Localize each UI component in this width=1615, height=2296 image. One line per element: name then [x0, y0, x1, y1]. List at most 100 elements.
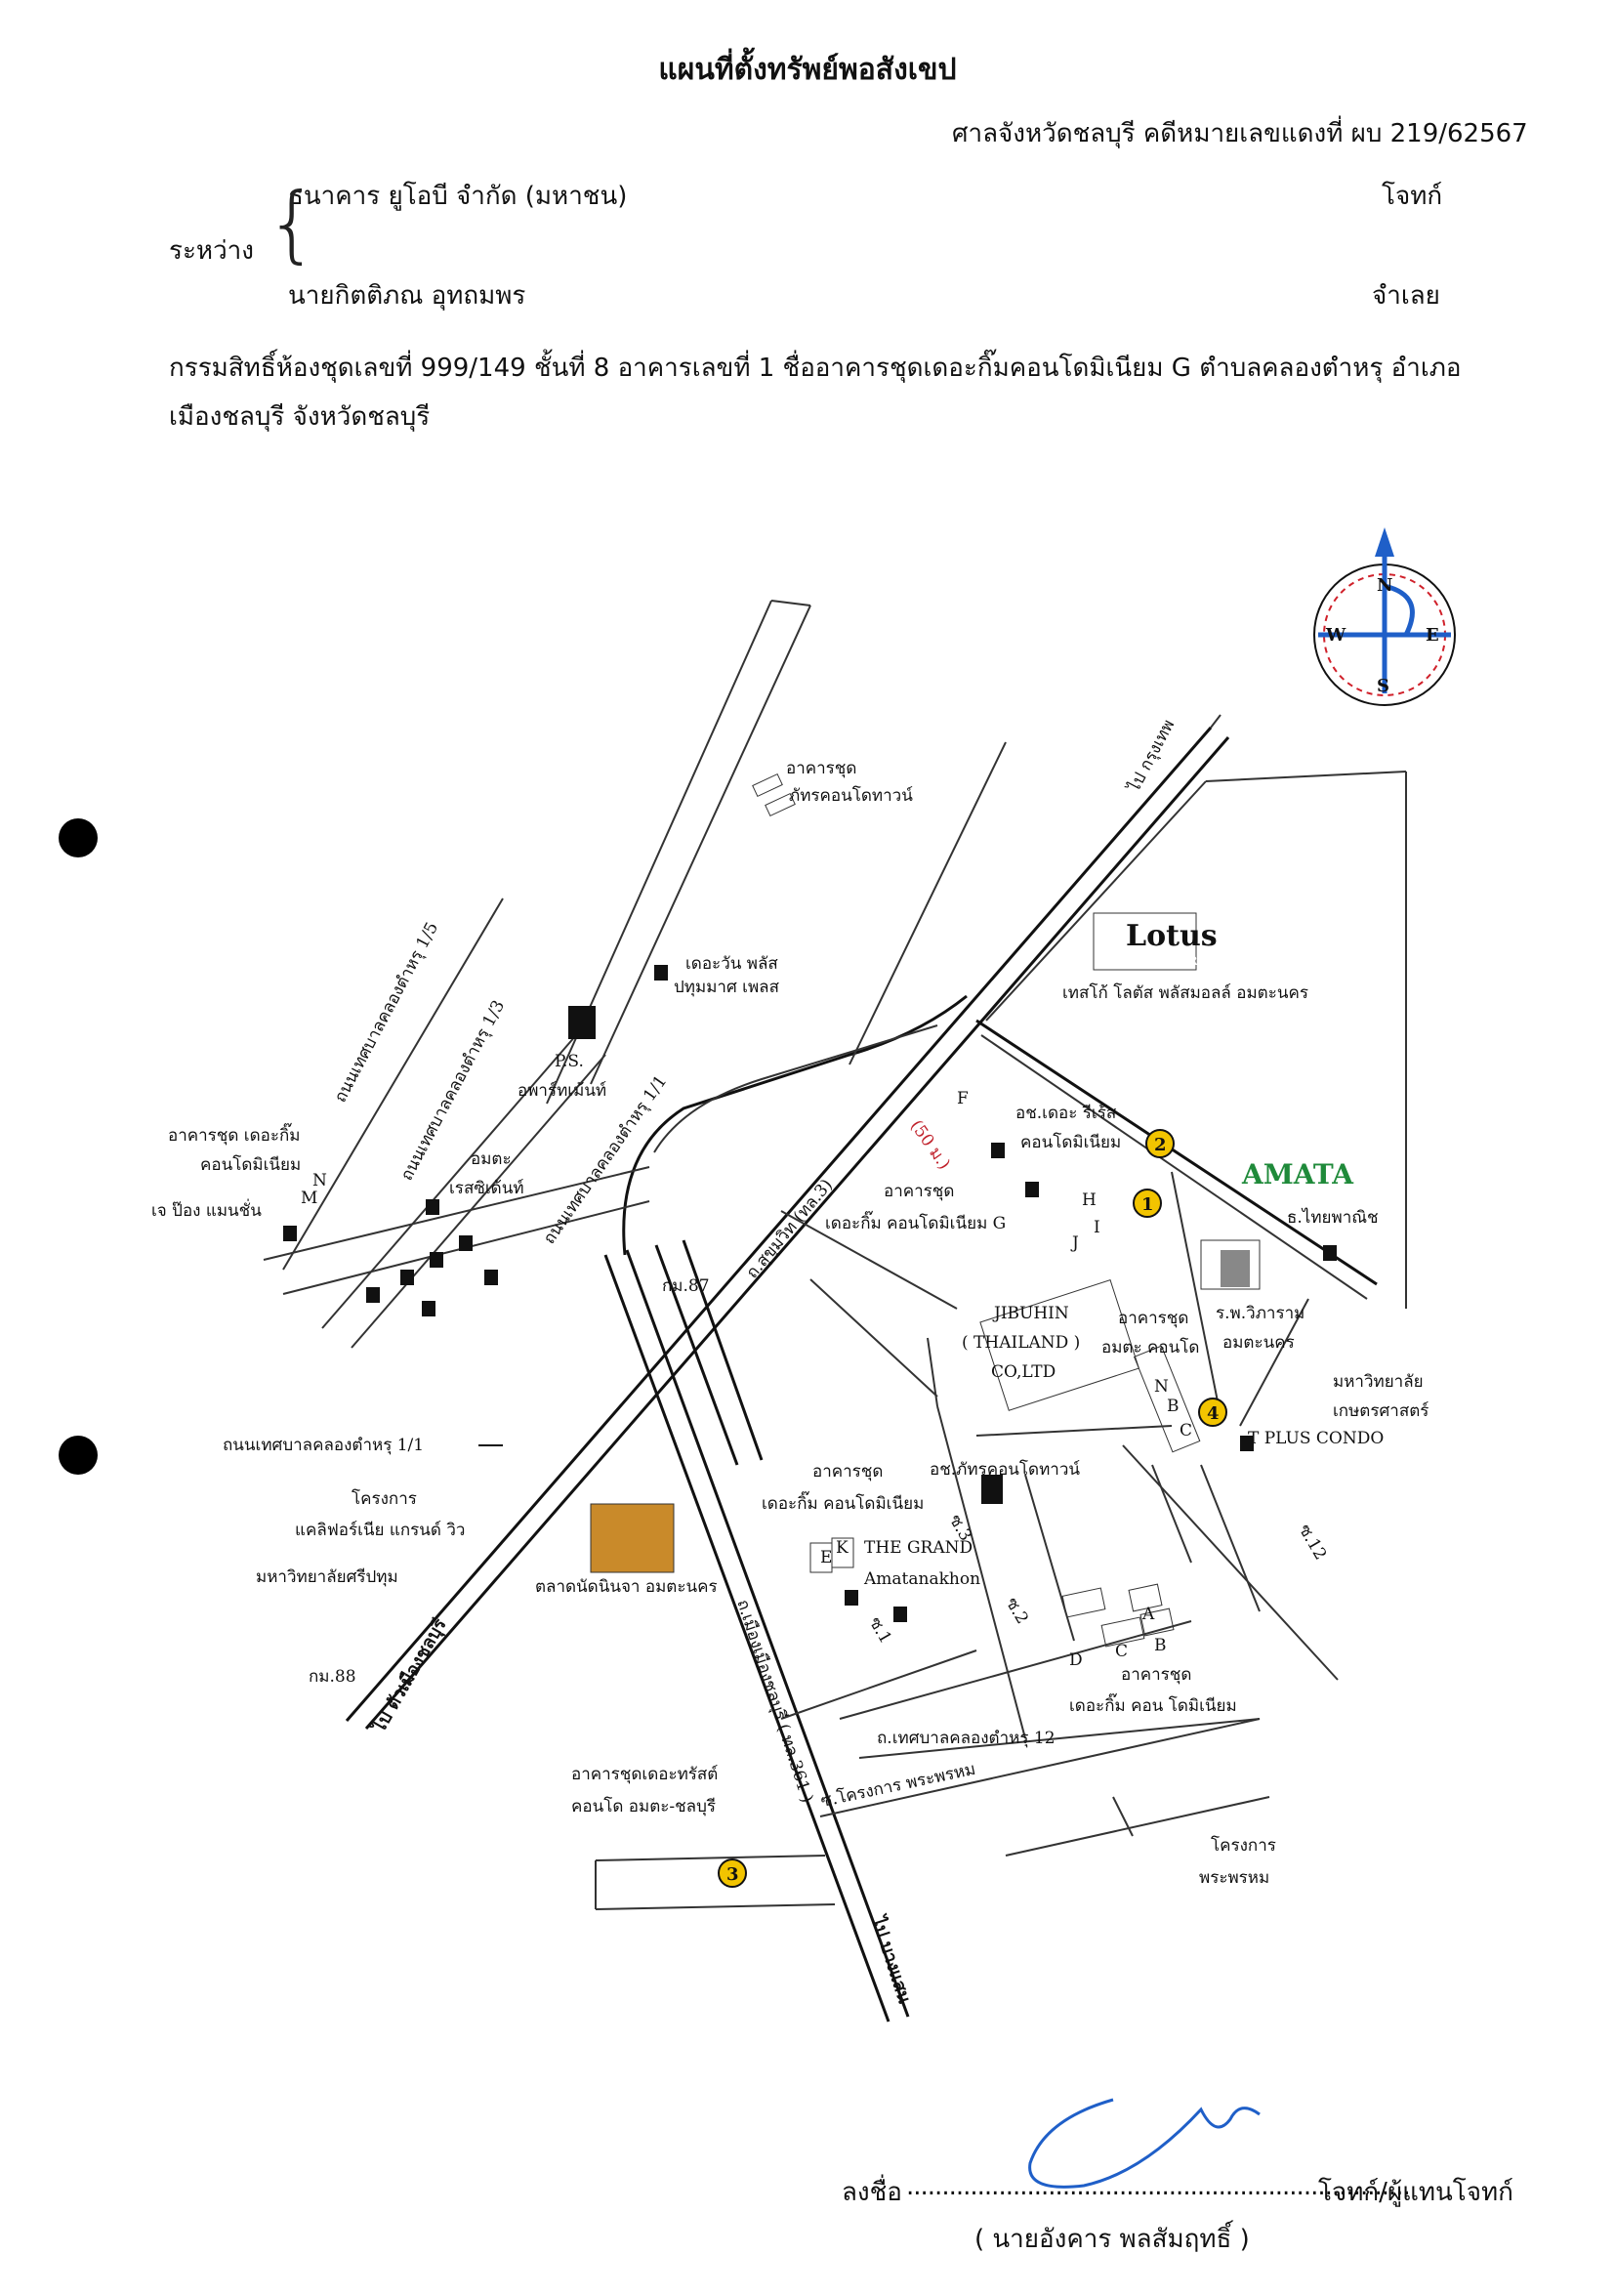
- label-tplus: T PLUS CONDO: [1248, 1429, 1384, 1448]
- label-lotus-caption: เทสโก้ โลตัส พลัสมอลล์ อมตะนคร: [1062, 982, 1308, 1003]
- tag-K: K: [836, 1538, 849, 1558]
- label-to-chonburi: ไป ตัวเมืองชลบุรี: [367, 1614, 451, 1738]
- label-jibuhin-1: JIBUHIN: [992, 1304, 1069, 1323]
- label-km88: กม.88: [309, 1667, 356, 1687]
- tag-C-east: C: [1180, 1421, 1192, 1440]
- svg-text:2: 2: [1154, 1135, 1167, 1155]
- property-line-2: เมืองชลบุรี จังหวัดชลบุรี: [169, 402, 431, 432]
- tag-N-east: N: [1154, 1377, 1169, 1397]
- label-lotus: Lotus: [1126, 919, 1218, 953]
- tag-N: N: [312, 1171, 327, 1190]
- label-kim-mn-3b: เดอะกิ๊ม คอนโดมิเนียม: [762, 1490, 924, 1514]
- between-brace: {: [266, 175, 319, 272]
- label-california-1: โครงการ: [352, 1488, 417, 1509]
- label-lotus-sub: SUPERCENTER: [1101, 954, 1198, 968]
- label-prapromma-2: พระพรหม: [1199, 1868, 1269, 1888]
- tag-B: B: [1154, 1636, 1167, 1655]
- label-jibuhin-3: CO,LTD: [991, 1362, 1056, 1382]
- east-roads: [780, 771, 1407, 1759]
- defendant-name: นายกิตติภณ อุทถมพร: [288, 281, 526, 311]
- label-prapromma-road: ซ.โครงการ พระพรหม: [819, 1759, 977, 1812]
- label-kim-g-1: อาคารชุด: [884, 1182, 954, 1201]
- label-thai-panich: ธ.ไทยพาณิช: [1287, 1207, 1379, 1228]
- sign-line: ........................................…: [906, 2172, 1411, 2201]
- label-prapromma-1: โครงการ: [1211, 1835, 1276, 1856]
- between-label: ระหว่าง: [169, 236, 254, 266]
- label-route-361: ถ.เมืองเมืองชลบุรี ( ทล.361 ): [732, 1597, 816, 1805]
- tag-C: C: [1115, 1642, 1128, 1661]
- page-title: แผนที่ตั้งทรัพย์พอสังเขป: [658, 53, 957, 87]
- label-hosp-2: อมตะนคร: [1222, 1333, 1295, 1353]
- compass-rose: N S E W: [1313, 527, 1456, 706]
- label-ps-apt: อพาร์ทเม้นท์: [518, 1081, 606, 1101]
- label-kim-mn-4a: อาคารชุด: [1121, 1665, 1191, 1685]
- route-361: [603, 1239, 910, 2023]
- label-the-one-2: ปทุมมาศ เพลส: [674, 978, 780, 997]
- label-kim-mn-1: อาคารชุด เดอะกิ๊ม: [168, 1122, 300, 1146]
- label-market: ตลาดนัดนินจา อมตะนคร: [535, 1577, 718, 1597]
- label-sripatum: มหาวิทยาลัยศรีปทุม: [256, 1567, 398, 1587]
- compass-s: S: [1377, 676, 1389, 696]
- label-kim-mn-4b: เดอะกิ๊ม คอน โดมิเนียม: [1069, 1692, 1237, 1716]
- label-pattara-1: อาคารชุด: [786, 759, 856, 778]
- label-distance: (50 ม.): [906, 1116, 954, 1173]
- label-road-1-1h: ถนนเทศบาลคลองตำหรุ 1/1: [223, 1436, 424, 1455]
- south-roads: [595, 1649, 1270, 1910]
- label-univ-1: มหาวิทยาลัย: [1333, 1372, 1424, 1392]
- tag-J: J: [1070, 1233, 1079, 1253]
- label-soi12: ซ.12: [1295, 1522, 1331, 1564]
- compass-w: W: [1325, 625, 1346, 646]
- label-trust-2: คอนโด อมตะ-ชลบุรี: [571, 1796, 716, 1816]
- label-the-one-1: เดอะวัน พลัส: [685, 954, 778, 974]
- building-icons: [283, 965, 1337, 1622]
- label-kim-mn-3a: อาคารชุด: [812, 1462, 883, 1482]
- label-ors-res-1: อช.เดอะ รีเร้ส: [1015, 1104, 1117, 1123]
- label-sukhumvit: ถ.สุขุมวิท (ทล.3): [743, 1176, 837, 1283]
- court-case: ศาลจังหวัดชลบุรี คดีหมายเลขแดงที่ ผบ 219…: [952, 119, 1528, 148]
- label-pattara-town: อช.ภัทรคอนโดทาวน์: [930, 1459, 1080, 1480]
- label-amata-res-1: อมตะ: [471, 1149, 512, 1169]
- interchange-ramp: [622, 994, 968, 1256]
- label-road-1-5: ถนนเทศบาลคลองตำหรุ 1/5: [331, 919, 442, 1106]
- svg-text:3: 3: [726, 1864, 739, 1885]
- marker-3: 3: [718, 1858, 747, 1888]
- plaintiff-role: โจทก์: [1382, 182, 1443, 211]
- label-amata-condo-2: อมตะ คอนโด: [1101, 1337, 1199, 1357]
- label-to-bangkok: ไป กรุงเทพ: [1123, 716, 1179, 797]
- marker-2: 2: [1145, 1129, 1175, 1158]
- label-pattara-2: ภัทรคอนโดทาวน์: [789, 785, 913, 806]
- defendant-role: จำเลย: [1372, 281, 1440, 311]
- label-ps: P.S.: [555, 1052, 584, 1071]
- label-amata-condo-1: อาคารชุด: [1118, 1309, 1188, 1328]
- compass-e: E: [1426, 625, 1439, 646]
- building-blocks: [590, 772, 1261, 1648]
- marker-1: 1: [1133, 1189, 1162, 1218]
- label-univ-2: เกษตรศาสตร์: [1333, 1401, 1429, 1421]
- plaintiff-name: ธนาคาร ยูโอบี จำกัด (มหาชน): [288, 182, 628, 211]
- northern-roads: [263, 600, 1007, 1349]
- compass-n: N: [1377, 575, 1392, 596]
- punch-hole-top: [59, 818, 98, 857]
- tag-B-east: B: [1167, 1397, 1180, 1416]
- svg-text:1: 1: [1141, 1194, 1154, 1215]
- label-kim-mn-2: คอนโดมิเนียม: [200, 1154, 301, 1175]
- tag-I: I: [1094, 1218, 1100, 1237]
- label-ors-res-2: คอนโดมิเนียม: [1020, 1132, 1121, 1152]
- label-to-bangsaen: ไป บางแสน: [867, 1912, 916, 2007]
- punch-hole-bottom: [59, 1436, 98, 1475]
- label-soi2: ซ.2: [1002, 1595, 1032, 1628]
- label-km87: กม.87: [662, 1276, 710, 1296]
- label-jpong: เจ ป๊อง แมนชั่น: [151, 1198, 262, 1221]
- signature-mark: [1028, 2098, 1261, 2189]
- interchange-ramp-2: [653, 1024, 938, 1153]
- marker-4: 4: [1198, 1398, 1227, 1427]
- label-soi1: ซ.1: [865, 1614, 895, 1648]
- tag-E: E: [820, 1548, 832, 1567]
- label-amata-res-2: เรสซิเด้นท์: [449, 1179, 524, 1198]
- label-hosp-1: ร.พ.วิภาราม: [1216, 1304, 1304, 1323]
- label-trust-1: อาคารชุดเดอะทรัสต์: [571, 1765, 718, 1784]
- tag-F: F: [957, 1089, 969, 1108]
- tag-M: M: [301, 1189, 317, 1208]
- tag-H: H: [1082, 1190, 1097, 1210]
- signer-name: ( นายอังคาร พลสัมฤทธิ์ ): [974, 2225, 1250, 2254]
